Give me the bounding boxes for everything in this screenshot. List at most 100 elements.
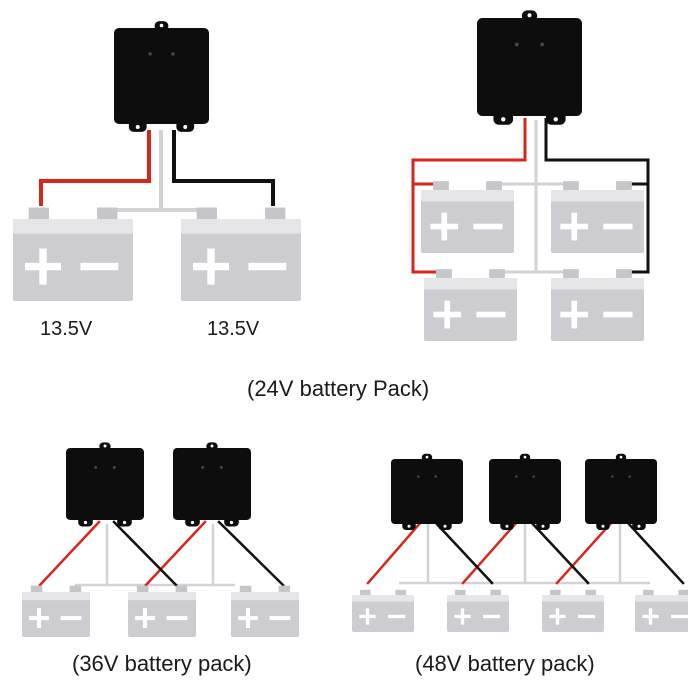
battery-lid bbox=[635, 595, 688, 602]
battery-lid bbox=[542, 595, 604, 602]
terminal-negative bbox=[175, 585, 188, 593]
minus-icon bbox=[603, 223, 633, 230]
mounting-hole-icon bbox=[553, 117, 558, 122]
terminal-positive bbox=[196, 207, 217, 220]
mounting-hole-icon bbox=[183, 124, 188, 129]
balancer-module bbox=[114, 21, 209, 132]
balancer-module-2 bbox=[489, 453, 561, 530]
diagram-36v bbox=[38, 520, 285, 587]
status-led-icon bbox=[515, 475, 518, 478]
caption-48v-pack: (48V battery pack) bbox=[415, 651, 595, 676]
balancer-body bbox=[66, 448, 144, 520]
plus-icon bbox=[555, 608, 560, 625]
terminal-positive bbox=[239, 585, 252, 593]
mounting-hole-icon bbox=[443, 524, 447, 528]
battery-4 bbox=[635, 589, 688, 632]
battery-body bbox=[635, 595, 688, 632]
terminal-negative bbox=[97, 207, 118, 220]
plus-icon bbox=[207, 248, 215, 285]
battery-lid bbox=[421, 190, 514, 202]
terminal-positive bbox=[28, 207, 49, 220]
terminal-negative bbox=[490, 589, 501, 596]
terminal-negative bbox=[278, 585, 291, 593]
mounting-hole-icon bbox=[190, 520, 195, 525]
status-led-icon bbox=[219, 466, 223, 469]
mounting-hole-icon bbox=[527, 13, 532, 18]
battery-2 bbox=[447, 589, 509, 632]
minus-icon bbox=[578, 614, 596, 619]
diagram-48v bbox=[366, 520, 685, 585]
status-led-icon bbox=[112, 466, 116, 469]
balancer-body bbox=[173, 448, 251, 520]
plus-icon bbox=[444, 300, 451, 329]
mounting-hole-icon bbox=[637, 524, 641, 528]
battery-lid bbox=[128, 592, 196, 601]
negative-wire bbox=[172, 130, 275, 206]
plus-icon bbox=[245, 608, 251, 628]
negative-wire bbox=[433, 520, 494, 585]
minus-icon bbox=[476, 311, 506, 318]
terminal-positive bbox=[30, 585, 43, 593]
mounting-hole-icon bbox=[103, 444, 107, 448]
balancer-module bbox=[477, 10, 582, 125]
mounting-hole-icon bbox=[83, 520, 88, 525]
negative-wire bbox=[529, 520, 590, 585]
battery-4 bbox=[551, 269, 644, 341]
balancer-body bbox=[114, 28, 209, 124]
caption-24v-pack: (24V battery Pack) bbox=[247, 376, 430, 401]
plus-icon bbox=[142, 608, 148, 628]
plus-icon bbox=[365, 608, 370, 625]
status-led-icon bbox=[171, 52, 175, 56]
status-led-icon bbox=[515, 42, 519, 47]
battery-lid bbox=[424, 278, 517, 290]
terminal-negative bbox=[585, 589, 596, 596]
terminal-negative bbox=[395, 589, 406, 596]
minus-icon bbox=[473, 223, 503, 230]
terminal-positive bbox=[436, 269, 452, 279]
negative-wire bbox=[217, 520, 285, 587]
minus-icon bbox=[166, 616, 188, 621]
plus-icon bbox=[36, 608, 42, 628]
battery-1 bbox=[22, 585, 90, 637]
negative-wire bbox=[625, 520, 685, 585]
minus-icon bbox=[388, 614, 406, 619]
negative-wire bbox=[112, 520, 178, 587]
battery-2 bbox=[128, 585, 196, 637]
mounting-hole-icon bbox=[501, 117, 506, 122]
mounting-hole-icon bbox=[159, 23, 164, 28]
status-led-icon bbox=[540, 42, 544, 47]
mounting-hole-icon bbox=[505, 524, 509, 528]
diagram-24v-4-battery bbox=[411, 118, 650, 274]
status-led-icon bbox=[201, 466, 205, 469]
battery-lid bbox=[231, 592, 299, 601]
positive-wire bbox=[39, 130, 151, 206]
minus-icon bbox=[248, 262, 287, 271]
negative-wire bbox=[544, 118, 650, 274]
terminal-negative bbox=[489, 269, 505, 279]
terminal-negative bbox=[69, 585, 82, 593]
terminal-positive bbox=[643, 589, 654, 596]
plus-icon bbox=[460, 608, 465, 625]
minus-icon bbox=[60, 616, 82, 621]
terminal-positive bbox=[550, 589, 561, 596]
mounting-hole-icon bbox=[619, 455, 623, 459]
terminal-positive bbox=[136, 585, 149, 593]
plus-icon bbox=[441, 212, 448, 241]
positive-wire bbox=[555, 520, 614, 585]
battery-3 bbox=[424, 269, 517, 341]
mounting-hole-icon bbox=[523, 455, 527, 459]
mounting-hole-icon bbox=[407, 524, 411, 528]
battery-lid bbox=[447, 595, 509, 602]
positive-wire bbox=[366, 520, 423, 585]
status-led-icon bbox=[148, 52, 152, 56]
balancer-module-1 bbox=[391, 453, 463, 530]
terminal-negative bbox=[616, 269, 632, 279]
minus-icon bbox=[269, 616, 291, 621]
mounting-hole-icon bbox=[210, 444, 214, 448]
battery-1 bbox=[13, 207, 133, 301]
balancer-body bbox=[391, 459, 463, 524]
battery-3 bbox=[231, 585, 299, 637]
balancer-module-1 bbox=[66, 442, 144, 527]
